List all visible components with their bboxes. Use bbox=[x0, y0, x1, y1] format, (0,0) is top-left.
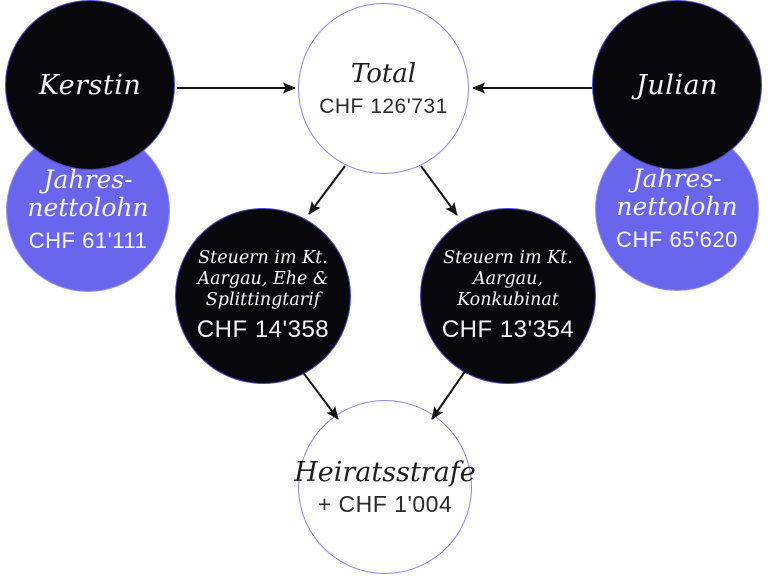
node-total-label: Total bbox=[350, 58, 417, 89]
node-tax-concubinage-label-line3: Konkubinat bbox=[457, 290, 559, 310]
node-total-amount: CHF 126'731 bbox=[319, 94, 448, 118]
node-julian-salary-label-line2: nettolohn bbox=[616, 191, 738, 221]
node-julian-salary-amount: CHF 65'620 bbox=[616, 227, 738, 252]
arrow-total-to-tax-married bbox=[308, 165, 346, 215]
node-kerstin-salary: Jahres- nettolohn CHF 61'111 bbox=[6, 128, 170, 292]
node-julian: Julian bbox=[592, 0, 762, 170]
node-tax-concubinage-label-line2: Aargau, bbox=[473, 269, 543, 289]
node-julian-label: Julian bbox=[636, 69, 718, 101]
arrow-tax-concubinage-to-penalty bbox=[431, 369, 467, 420]
node-tax-concubinage: Steuern im Kt. Aargau, Konkubinat CHF 13… bbox=[420, 208, 596, 384]
node-penalty-amount: + CHF 1'004 bbox=[317, 490, 453, 517]
node-kerstin-salary-label-line1: Jahres- bbox=[43, 165, 133, 194]
node-tax-married-label-line1: Steuern im Kt. bbox=[198, 248, 328, 268]
node-tax-married: Steuern im Kt. Aargau, Ehe & Splittingta… bbox=[175, 208, 351, 384]
node-kerstin: Kerstin bbox=[5, 0, 175, 170]
node-kerstin-salary-amount: CHF 61'111 bbox=[28, 228, 148, 253]
node-tax-concubinage-amount: CHF 13'354 bbox=[441, 316, 575, 343]
node-tax-married-label-line3: Splittingtarif bbox=[205, 290, 321, 310]
node-penalty: Heiratsstrafe + CHF 1'004 bbox=[294, 400, 476, 574]
arrow-total-to-tax-concubinage bbox=[420, 165, 458, 216]
node-total: Total CHF 126'731 bbox=[298, 3, 469, 174]
node-penalty-label: Heiratsstrafe bbox=[294, 456, 476, 488]
node-tax-married-label-line2: Aargau, Ehe & bbox=[197, 269, 329, 289]
node-tax-married-amount: CHF 14'358 bbox=[196, 316, 330, 343]
node-tax-concubinage-label-line1: Steuern im Kt. bbox=[443, 248, 573, 268]
node-julian-salary: Jahres- nettolohn CHF 65'620 bbox=[595, 127, 759, 291]
node-kerstin-label: Kerstin bbox=[38, 69, 142, 101]
arrow-tax-married-to-penalty bbox=[301, 370, 339, 420]
node-kerstin-salary-label-line2: nettolohn bbox=[27, 192, 149, 222]
